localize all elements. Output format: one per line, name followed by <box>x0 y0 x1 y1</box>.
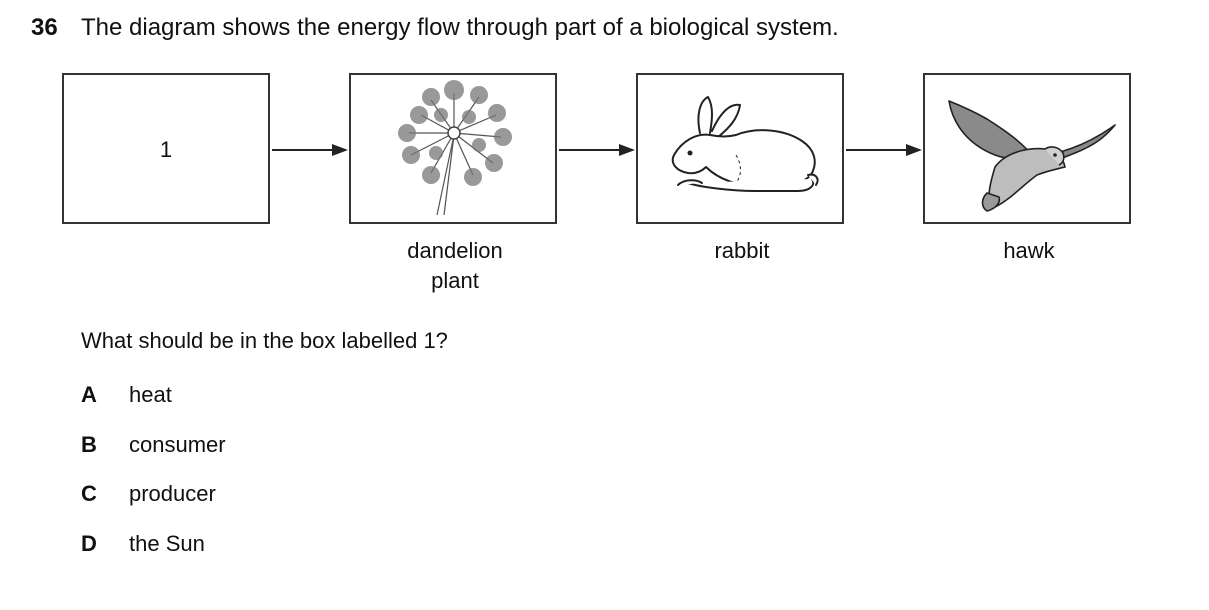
caption-hawk: hawk <box>1003 238 1055 263</box>
question-stem: The diagram shows the energy flow throug… <box>81 14 839 41</box>
option-text: heat <box>129 382 172 407</box>
box-rabbit <box>636 73 844 224</box>
question-prompt: What should be in the box labelled 1? <box>81 328 448 353</box>
box-1: 1 <box>62 73 270 224</box>
rabbit-icon <box>671 96 819 192</box>
box-hawk <box>923 73 1131 224</box>
option-letter: D <box>81 531 97 556</box>
caption-dandelion-line2: plant <box>431 268 479 293</box>
option-text: consumer <box>129 432 226 457</box>
option-letter: B <box>81 432 97 457</box>
dandelion-icon <box>398 80 512 216</box>
option-letter: A <box>81 382 97 407</box>
hawk-icon <box>948 100 1116 212</box>
option-text: the Sun <box>129 531 205 556</box>
box-1-label: 1 <box>159 137 173 162</box>
arrow-1-icon <box>272 144 348 156</box>
box-dandelion <box>349 73 557 224</box>
arrow-2-icon <box>559 144 635 156</box>
caption-dandelion-line1: dandelion <box>407 238 503 263</box>
option-letter: C <box>81 481 97 506</box>
caption-rabbit: rabbit <box>714 238 770 263</box>
caption-dandelion: dandelion plant <box>350 236 560 296</box>
arrow-3-icon <box>846 144 922 156</box>
question-number: 36 <box>31 14 58 41</box>
option-text: producer <box>129 481 216 506</box>
